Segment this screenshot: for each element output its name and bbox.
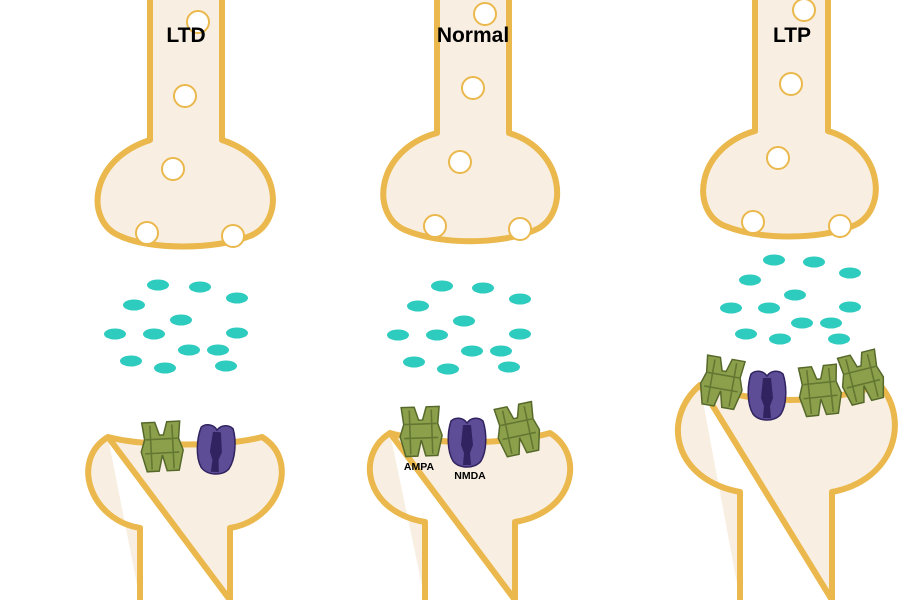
vesicle — [766, 146, 790, 170]
postsynaptic-membrane — [85, 434, 285, 600]
neurotransmitter — [769, 333, 791, 345]
vesicle — [135, 221, 159, 245]
neurotransmitter — [735, 328, 757, 340]
ampa-receptor — [797, 363, 843, 418]
neurotransmitter — [461, 345, 483, 357]
panel-title-ltd: LTD — [166, 24, 205, 47]
vesicle — [779, 72, 803, 96]
neurotransmitter — [803, 256, 825, 268]
ampa-receptor — [399, 405, 443, 458]
presynaptic-membrane — [380, 0, 561, 245]
neurotransmitter — [437, 363, 459, 375]
nmda-receptor — [196, 424, 236, 475]
neurotransmitter — [509, 293, 531, 305]
vesicle — [173, 84, 197, 108]
neurotransmitter — [407, 300, 429, 312]
vesicle — [186, 10, 210, 34]
neurotransmitters — [104, 279, 248, 374]
receptors — [140, 420, 236, 475]
neurotransmitter — [226, 327, 248, 339]
neurotransmitter — [147, 279, 169, 291]
neurotransmitter — [431, 280, 453, 292]
vesicles — [741, 0, 852, 238]
ampa-receptor — [699, 354, 747, 411]
ampa-receptor — [140, 420, 184, 473]
nmda-receptor — [747, 370, 787, 421]
vesicles — [135, 10, 245, 248]
neurotransmitter — [498, 361, 520, 373]
vesicle — [221, 224, 245, 248]
vesicle — [792, 0, 816, 22]
ampa-receptor — [836, 348, 885, 407]
neurotransmitter — [178, 344, 200, 356]
vesicle — [448, 150, 472, 174]
neurotransmitter — [472, 282, 494, 294]
panel-ltd: LTD — [85, 0, 285, 600]
neurotransmitter — [509, 328, 531, 340]
neurotransmitter — [739, 274, 761, 286]
neurotransmitter — [189, 281, 211, 293]
neurotransmitter — [784, 289, 806, 301]
receptors — [699, 348, 885, 421]
neurotransmitter — [758, 302, 780, 314]
presynaptic-membrane — [94, 0, 276, 250]
vesicles — [423, 2, 532, 241]
postsynaptic-spine — [85, 434, 285, 600]
neurotransmitter — [490, 345, 512, 357]
presynaptic-terminal — [380, 0, 561, 245]
neurotransmitter — [207, 344, 229, 356]
neurotransmitter — [170, 314, 192, 326]
neurotransmitter — [387, 329, 409, 341]
vesicle — [828, 214, 852, 238]
neurotransmitter — [104, 328, 126, 340]
neurotransmitter — [123, 299, 145, 311]
receptors — [399, 400, 541, 468]
ampa-receptor — [493, 400, 541, 458]
nmda-receptor — [447, 417, 487, 468]
neurotransmitter — [226, 292, 248, 304]
panel-title-normal: Normal — [437, 24, 509, 47]
neurotransmitters — [387, 280, 531, 375]
ampa-label: AMPA — [404, 461, 435, 473]
vesicle — [473, 2, 497, 26]
vesicle — [461, 76, 485, 100]
neurotransmitter — [426, 329, 448, 341]
neurotransmitter — [154, 362, 176, 374]
presynaptic-terminal — [700, 0, 879, 240]
neurotransmitter — [720, 302, 742, 314]
nmda-label: NMDA — [454, 470, 486, 482]
vesicle — [508, 217, 532, 241]
neurotransmitter — [763, 254, 785, 266]
panel-title-ltp: LTP — [773, 24, 811, 47]
neurotransmitter — [215, 360, 237, 372]
neurotransmitter — [820, 317, 842, 329]
neurotransmitter — [120, 355, 142, 367]
neurotransmitter — [403, 356, 425, 368]
presynaptic-membrane — [700, 0, 879, 240]
vesicle — [423, 214, 447, 238]
neurotransmitters — [720, 254, 861, 345]
neurotransmitter — [839, 301, 861, 313]
vesicle — [741, 210, 765, 234]
panel-normal: AMPA NMDA Normal — [366, 0, 574, 600]
postsynaptic-spine — [674, 382, 898, 600]
neurotransmitter — [828, 333, 850, 345]
presynaptic-terminal — [94, 0, 276, 250]
neurotransmitter — [791, 317, 813, 329]
vesicle — [161, 157, 185, 181]
neurotransmitter — [453, 315, 475, 327]
postsynaptic-membrane — [674, 382, 898, 600]
panel-ltp: LTP — [674, 0, 898, 600]
neurotransmitter — [839, 267, 861, 279]
neurotransmitter — [143, 328, 165, 340]
